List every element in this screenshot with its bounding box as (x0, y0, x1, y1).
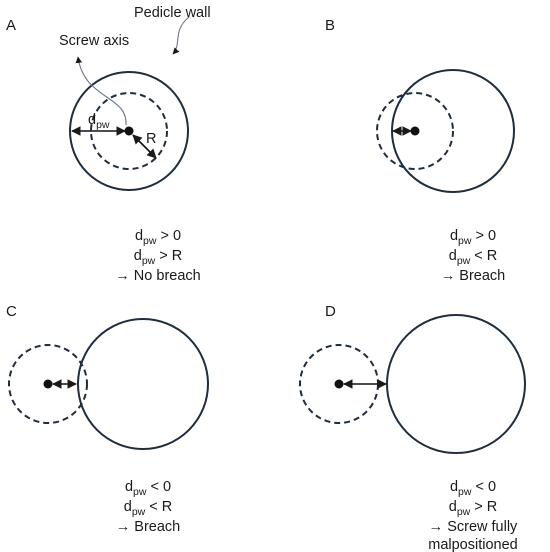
screw-axis-leader (75, 56, 127, 126)
panel-c-line-2: dpw < R (124, 499, 173, 518)
panel-d-pedicle-wall-circle (386, 314, 526, 454)
panel-c: C dpw < 0 dpw < R → Breach (6, 303, 209, 535)
panel-b-line-2: dpw < R (449, 248, 498, 267)
panel-b-line-1: dpw > 0 (450, 228, 496, 247)
panel-c-pedicle-wall-circle (77, 318, 209, 450)
panel-d-letter: D (325, 303, 336, 320)
panel-a-screw-axis-point (124, 126, 134, 136)
panel-a-line-1: dpw > 0 (135, 228, 181, 247)
panel-c-caption: dpw < 0 dpw < R → Breach (116, 479, 180, 535)
screw-axis-label: Screw axis (59, 33, 129, 49)
panel-a-line-2: dpw > R (134, 248, 183, 267)
panel-b-line-3: → Breach (441, 268, 505, 284)
panel-d-line-2: dpw > R (449, 499, 498, 518)
panel-d-line-1: dpw < 0 (450, 479, 496, 498)
panel-b-letter: B (325, 17, 335, 34)
panel-a-radius-label: R (146, 131, 156, 147)
panel-c-line-1: dpw < 0 (125, 479, 171, 498)
panel-a-radius-arrow (132, 134, 157, 159)
panel-c-letter: C (6, 303, 17, 320)
panel-b: B dpw > 0 dpw < R → Breach (325, 17, 515, 284)
panel-a-line-3: → No breach (115, 268, 200, 284)
panel-a-dpw-label: dpw (88, 112, 110, 131)
panel-a-screw-circle (90, 92, 168, 170)
panel-b-caption: dpw > 0 dpw < R → Breach (441, 228, 505, 284)
panel-c-screw-axis-point (43, 379, 53, 389)
panel-b-screw-axis-point (410, 126, 420, 136)
panel-b-pedicle-wall-circle (391, 69, 515, 193)
panel-d-line-4: malpositioned (428, 537, 517, 552)
panel-d: D dpw < 0 dpw > R → Screw fully malposit… (299, 303, 526, 552)
panel-c-screw-circle (8, 344, 88, 424)
panel-b-screw-circle (376, 92, 454, 170)
panel-d-caption: dpw < 0 dpw > R → Screw fully malpositio… (428, 479, 518, 552)
panel-a-caption: dpw > 0 dpw > R → No breach (115, 228, 200, 284)
pedicle-wall-leader (172, 16, 190, 55)
pedicle-wall-label: Pedicle wall (134, 5, 211, 21)
panel-d-line-3: → Screw fully (429, 519, 518, 535)
panel-d-screw-axis-point (334, 379, 344, 389)
panel-c-line-3: → Breach (116, 519, 180, 535)
panel-a: A dpw R Screw axis Pedicle wall dpw > 0 … (6, 5, 211, 284)
panel-a-letter: A (6, 17, 16, 34)
panel-a-pedicle-wall-circle (69, 71, 189, 191)
